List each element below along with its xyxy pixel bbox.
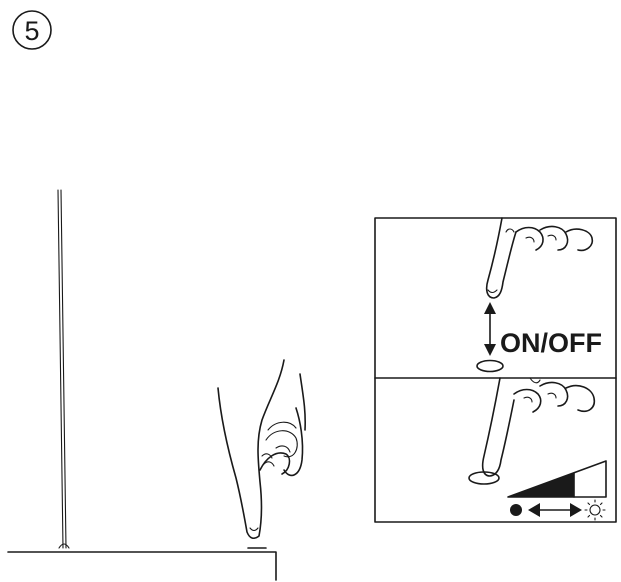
inset-frame	[374, 217, 617, 523]
touch-button-icon	[476, 359, 504, 373]
brightness-ramp-icon	[507, 460, 607, 498]
double-arrow-horizontal-icon	[528, 503, 582, 517]
finger-press-icon	[217, 359, 306, 540]
inset-bottom-panel	[468, 377, 607, 521]
instruction-inset: ON/OFF	[374, 217, 617, 523]
lamp-illustration	[7, 189, 277, 581]
finger-press-icon	[481, 377, 596, 477]
on-off-label: ON/OFF	[500, 328, 602, 358]
inset-top-panel: ON/OFF	[476, 217, 602, 373]
dark-moon-icon	[510, 504, 522, 516]
touch-button-icon	[468, 471, 500, 485]
lamp-base-icon	[7, 551, 277, 581]
double-arrow-vertical-icon	[484, 302, 496, 356]
lamp-pole-icon	[57, 189, 67, 549]
lamp-pole-foot	[58, 543, 70, 549]
step-number-badge: 5	[12, 10, 52, 50]
finger-press-icon	[485, 217, 594, 299]
sun-icon	[584, 499, 606, 521]
step-number-circle	[12, 10, 52, 50]
step-number-text: 5	[24, 16, 39, 46]
